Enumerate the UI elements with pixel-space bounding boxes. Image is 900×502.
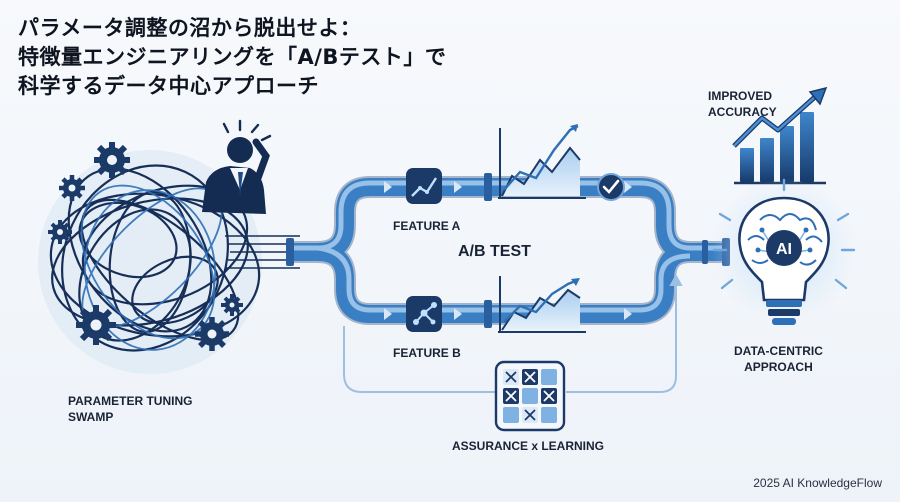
feature-b-chart — [498, 276, 586, 333]
improved-line-2: ACCURACY — [708, 105, 777, 119]
ai-badge-text: AI — [776, 241, 792, 258]
data-centric-line-1: DATA-CENTRIC — [734, 344, 823, 358]
swamp-label-line-2: SWAMP — [68, 410, 114, 424]
grid-matrix-icon — [494, 360, 566, 432]
swamp-label-line-1: PARAMETER TUNING — [68, 394, 193, 408]
improved-accuracy-label: IMPROVED ACCURACY — [708, 88, 777, 120]
gear-icon — [59, 175, 85, 201]
assurance-label: ASSURANCE x LEARNING — [452, 439, 605, 453]
gear-icon — [48, 220, 72, 244]
gear-icon — [94, 142, 130, 178]
brain-bulb-icon: AI — [712, 178, 856, 325]
improved-line-1: IMPROVED — [708, 89, 773, 103]
data-centric-line-2: APPROACH — [744, 360, 813, 374]
title-line-2: 特徴量エンジニアリングを「A/Bテスト」で — [18, 45, 447, 69]
title-line-3: 科学するデータ中心アプローチ — [18, 74, 319, 98]
stressed-person-icon — [202, 119, 272, 214]
feature-a-label: FEATURE A — [393, 219, 461, 233]
trend-line-icon — [406, 168, 442, 204]
check-icon — [597, 173, 625, 201]
swamp-label: PARAMETER TUNING SWAMP — [68, 393, 192, 425]
feature-b-label: FEATURE B — [393, 346, 461, 360]
gear-icon — [76, 305, 116, 345]
data-centric-label: DATA-CENTRIC APPROACH — [734, 343, 823, 375]
ab-test-label: A/B TEST — [458, 243, 531, 260]
feature-a-chart — [498, 124, 586, 199]
pipe-network — [286, 173, 730, 328]
credit-text: 2025 AI KnowledgeFlow — [753, 476, 882, 490]
network-nodes-icon — [406, 296, 442, 332]
gear-icon — [221, 294, 243, 316]
title-line-1: パラメータ調整の沼から脱出せよ： — [18, 16, 362, 40]
gear-icon — [195, 317, 229, 351]
feedback-loop — [343, 273, 683, 393]
bar-chart-icon — [732, 86, 828, 185]
page-title: パラメータ調整の沼から脱出せよ： 特徴量エンジニアリングを「A/Bテスト」で 科… — [18, 14, 446, 101]
